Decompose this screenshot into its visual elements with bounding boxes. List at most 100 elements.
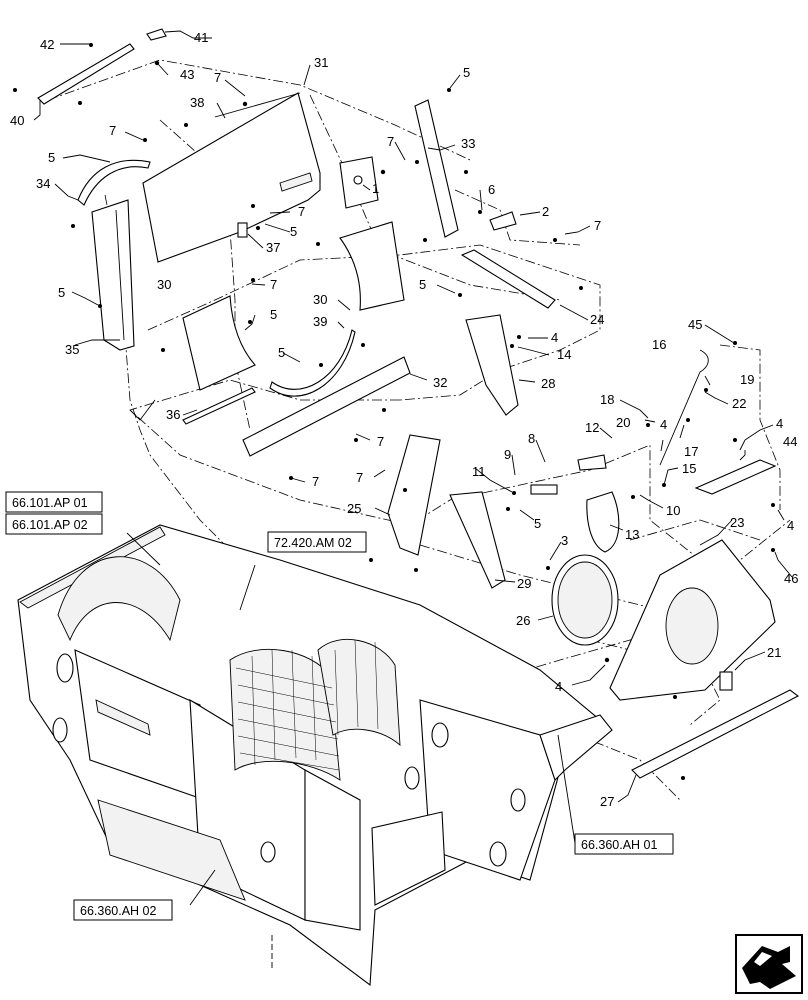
part-36-bar bbox=[182, 387, 256, 425]
callout-25: 25 bbox=[347, 501, 361, 516]
callout-5-g: 5 bbox=[278, 345, 285, 360]
part-25-channel bbox=[387, 434, 441, 556]
callout-15: 15 bbox=[682, 461, 696, 476]
part-33-channel bbox=[414, 99, 459, 238]
part-21-bracket bbox=[719, 671, 733, 691]
callout-35: 35 bbox=[65, 342, 79, 357]
callout-5-f: 5 bbox=[270, 307, 277, 322]
part-24-bar bbox=[460, 249, 556, 309]
part-29-plate bbox=[449, 491, 506, 589]
part-44-plate bbox=[694, 459, 777, 495]
callout-27: 27 bbox=[600, 794, 614, 809]
callout-26: 26 bbox=[516, 613, 530, 628]
callout-7-d: 7 bbox=[298, 204, 305, 219]
callout-46: 46 bbox=[784, 571, 798, 586]
svg-text:66.101.AP 02: 66.101.AP 02 bbox=[12, 518, 88, 532]
ref-box-ap01[interactable]: 66.101.AP 01 bbox=[5, 491, 103, 513]
part-31-panel bbox=[142, 92, 321, 263]
part-41-clip bbox=[146, 28, 167, 41]
exploded-parts bbox=[37, 28, 800, 779]
callout-22: 22 bbox=[732, 396, 746, 411]
callout-43: 43 bbox=[180, 67, 194, 82]
callout-5-a: 5 bbox=[463, 65, 470, 80]
callout-7-b: 7 bbox=[109, 123, 116, 138]
callout-10: 10 bbox=[666, 503, 680, 518]
part-32-channel bbox=[242, 356, 411, 457]
callout-42: 42 bbox=[40, 37, 54, 52]
hardware-dots bbox=[13, 43, 775, 780]
callout-2: 2 bbox=[542, 204, 549, 219]
part-39-arc bbox=[269, 329, 356, 397]
callout-4-d: 4 bbox=[787, 518, 794, 533]
svg-text:66.360.AH 02: 66.360.AH 02 bbox=[80, 904, 156, 918]
callout-37: 37 bbox=[266, 240, 280, 255]
callout-36: 36 bbox=[166, 407, 180, 422]
callout-45: 45 bbox=[688, 317, 702, 332]
callout-30-b: 30 bbox=[313, 292, 327, 307]
callout-34: 34 bbox=[36, 176, 50, 191]
callout-3: 3 bbox=[561, 533, 568, 548]
callout-7-i: 7 bbox=[312, 474, 319, 489]
callout-9: 9 bbox=[504, 447, 511, 462]
part-35-post bbox=[91, 199, 135, 351]
next-page-arrow-icon[interactable] bbox=[735, 934, 803, 994]
callout-24: 24 bbox=[590, 312, 604, 327]
callout-28: 28 bbox=[541, 376, 555, 391]
callout-33: 33 bbox=[461, 136, 475, 151]
part-27-bar bbox=[631, 689, 800, 779]
callout-7-h: 7 bbox=[356, 470, 363, 485]
callout-5-d: 5 bbox=[419, 277, 426, 292]
callout-31: 31 bbox=[314, 55, 328, 70]
callout-8: 8 bbox=[528, 431, 535, 446]
callout-30-a: 30 bbox=[157, 277, 171, 292]
part-9-block bbox=[530, 484, 558, 495]
svg-text:72.420.AM 02: 72.420.AM 02 bbox=[274, 536, 352, 550]
callout-32: 32 bbox=[433, 375, 447, 390]
ref-box-ah02[interactable]: 66.360.AH 02 bbox=[73, 899, 173, 921]
svg-text:66.360.AH 01: 66.360.AH 01 bbox=[581, 838, 657, 852]
ref-box-ap02[interactable]: 66.101.AP 02 bbox=[5, 513, 103, 535]
ref-box-ah01[interactable]: 66.360.AH 01 bbox=[574, 833, 674, 855]
callout-29: 29 bbox=[517, 576, 531, 591]
callout-5-b: 5 bbox=[48, 150, 55, 165]
part-28-plate bbox=[465, 314, 519, 416]
part-30-panel-upper bbox=[339, 221, 405, 311]
callout-6: 6 bbox=[488, 182, 495, 197]
callout-labels: 41 42 43 40 7 31 5 38 7 7 33 5 1 34 6 2 … bbox=[10, 30, 798, 809]
callout-21: 21 bbox=[767, 645, 781, 660]
part-40-bar bbox=[37, 43, 135, 105]
part-37-bracket bbox=[237, 222, 248, 238]
callout-1: 1 bbox=[372, 181, 379, 196]
callout-23: 23 bbox=[730, 515, 744, 530]
callout-5-c: 5 bbox=[290, 224, 297, 239]
callout-16: 16 bbox=[652, 337, 666, 352]
callout-7-e: 7 bbox=[594, 218, 601, 233]
leader-lines bbox=[33, 30, 793, 906]
callout-11: 11 bbox=[472, 464, 486, 479]
callout-20: 20 bbox=[616, 415, 630, 430]
part-26-round-guard bbox=[551, 554, 619, 646]
callout-7-g: 7 bbox=[377, 434, 384, 449]
callout-4-a: 4 bbox=[551, 330, 558, 345]
main-housing-assembly bbox=[17, 524, 613, 987]
callout-18: 18 bbox=[600, 392, 614, 407]
part-34-strip bbox=[77, 159, 151, 206]
callout-17: 17 bbox=[684, 444, 698, 459]
part-31-slot bbox=[279, 172, 313, 192]
callout-7-c: 7 bbox=[387, 134, 394, 149]
callout-39: 39 bbox=[313, 314, 327, 329]
callout-19: 19 bbox=[740, 372, 754, 387]
callout-13: 13 bbox=[625, 527, 639, 542]
callout-5-h: 5 bbox=[534, 516, 541, 531]
callout-7-a: 7 bbox=[214, 70, 221, 85]
callout-4-b: 4 bbox=[776, 416, 783, 431]
callout-4-c: 4 bbox=[660, 417, 667, 432]
part-8-clip bbox=[577, 454, 607, 471]
callout-40: 40 bbox=[10, 113, 24, 128]
svg-text:66.101.AP 01: 66.101.AP 01 bbox=[12, 496, 88, 510]
ref-box-am02[interactable]: 72.420.AM 02 bbox=[267, 531, 367, 553]
part-2-clip bbox=[489, 211, 517, 231]
callout-38: 38 bbox=[190, 95, 204, 110]
part-30-panel-lower bbox=[182, 295, 256, 391]
